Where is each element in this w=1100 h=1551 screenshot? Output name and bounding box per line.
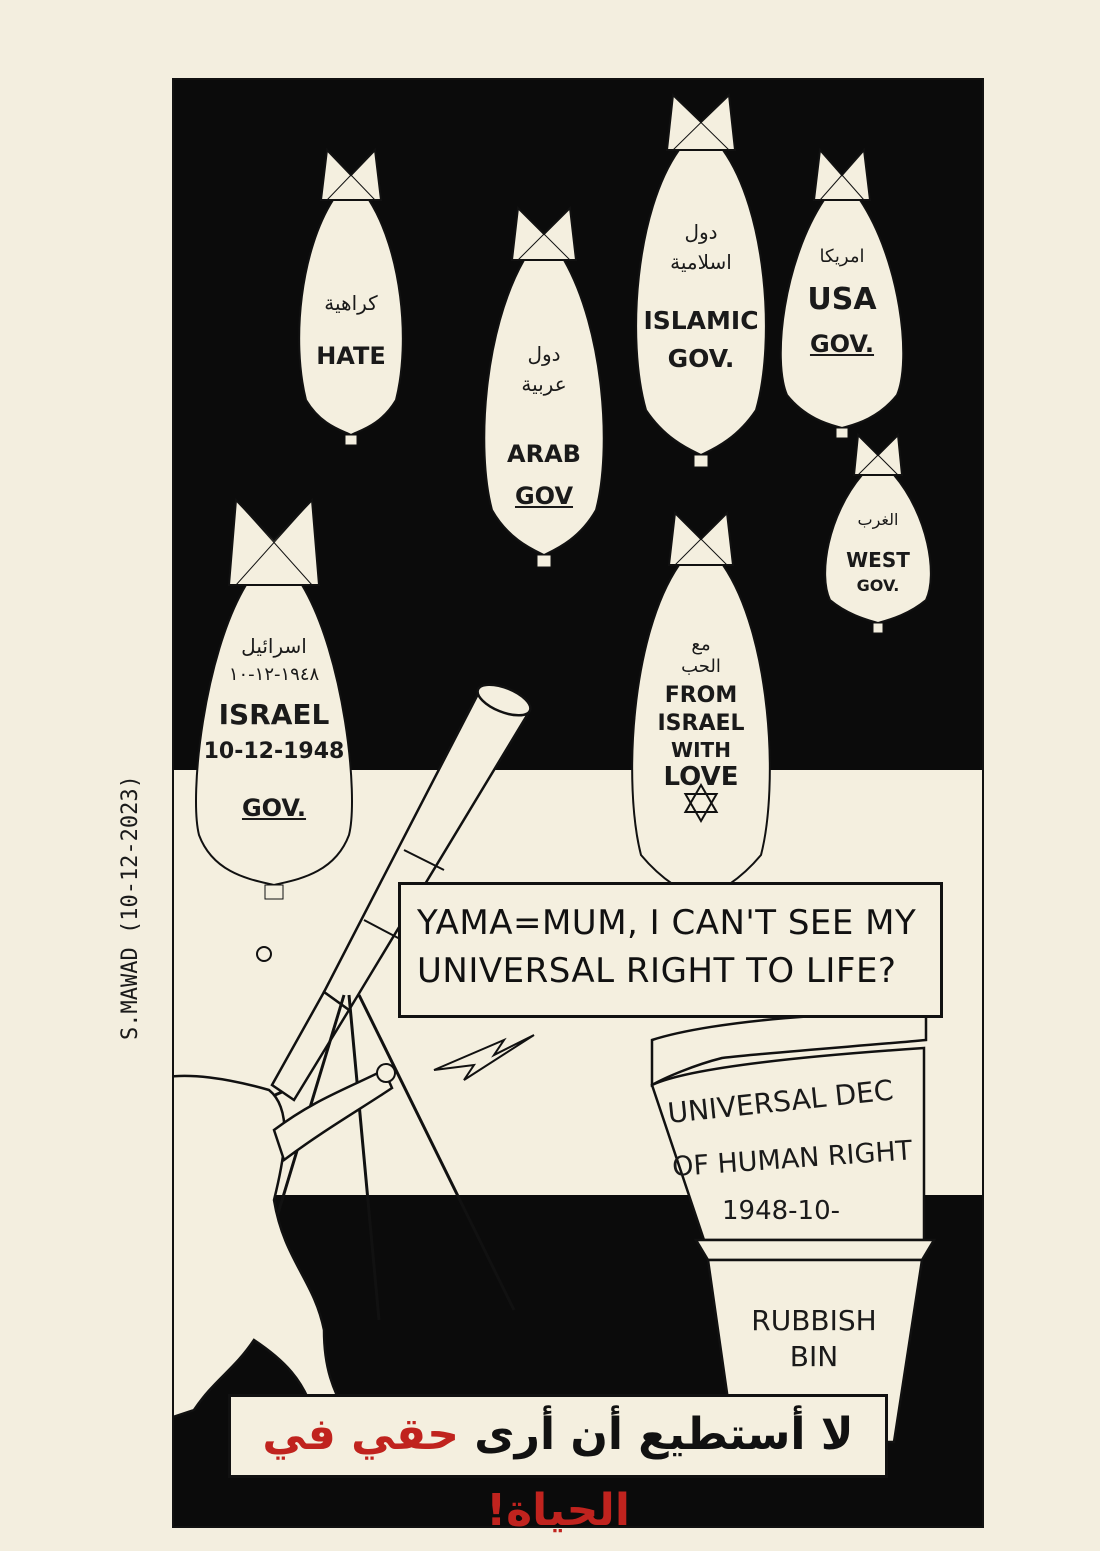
islamic-bomb-arabic-2: اسلامية	[670, 250, 732, 274]
love-bomb	[631, 510, 771, 913]
israel-bomb-arabic-2: ١٩٤٨-١٢-١٠	[228, 664, 320, 685]
speech-bubble: YAMA=MUM, I CAN'T SEE MY UNIVERSAL RIGHT…	[398, 882, 943, 1018]
love-bomb-arabic-2: الحب	[681, 656, 721, 677]
telescope	[193, 683, 532, 1321]
love-bomb-label-2: ISRAEL	[657, 711, 745, 736]
caption-part-3: !	[486, 1485, 507, 1536]
arab-bomb-arabic-1: دول	[527, 342, 561, 366]
israel-bomb	[195, 497, 353, 900]
islamic-bomb-label-2: GOV.	[667, 344, 735, 373]
west-bomb-arabic: الغرب	[857, 510, 899, 529]
israel-bomb-label-3: GOV.	[241, 794, 307, 822]
israel-bomb-label-1: ISRAEL	[218, 698, 330, 731]
speech-pointer	[433, 1034, 535, 1081]
artist-signature: S.MAWAD (10-12-2023)	[118, 775, 143, 1040]
arabic-caption: لا أستطيع أن أرى حقي في الحياة!	[228, 1394, 888, 1536]
west-bomb-label-2: GOV.	[856, 576, 900, 595]
caption-part-1: لا أستطيع أن أرى	[458, 1409, 854, 1460]
islamic-bomb	[635, 92, 767, 468]
hate-bomb-label: HATE	[316, 342, 386, 370]
west-bomb-label-1: WEST	[846, 548, 910, 572]
usa-bomb-label-1: USA	[807, 282, 877, 317]
islamic-bomb-label-1: ISLAMIC	[643, 306, 759, 335]
west-bomb	[824, 432, 932, 634]
love-bomb-label-1: FROM	[664, 683, 738, 708]
usa-bomb-label-2: GOV.	[809, 330, 875, 358]
love-bomb-arabic-1: مع	[691, 634, 711, 655]
cartoon-drawing	[174, 92, 937, 1444]
bin-label-1: RUBBISH	[751, 1304, 877, 1337]
arab-bomb	[483, 205, 605, 568]
speech-line-1: YAMA=MUM, I CAN'T SEE MY	[417, 903, 917, 943]
love-bomb-label-3: WITH	[671, 738, 731, 762]
hate-bomb	[298, 147, 404, 446]
love-bomb-label-4: LOVE	[663, 762, 739, 792]
caption-part-2: حقي في الحياة	[262, 1409, 630, 1536]
islamic-bomb-arabic-1: دول	[684, 220, 718, 244]
star-of-david-icon	[683, 783, 719, 823]
bin-label-2: BIN	[789, 1340, 839, 1373]
hate-bomb-arabic: كراهية	[324, 291, 378, 315]
israel-bomb-label-2: 10-12-1948	[203, 739, 345, 764]
usa-bomb-arabic: امريكا	[819, 246, 865, 267]
speech-line-2: UNIVERSAL RIGHT TO LIFE?	[417, 951, 897, 992]
cartoon-panel: كراهية HATE دول عربية ARAB GOV دول اسلام…	[172, 78, 984, 1528]
arab-bomb-arabic-2: عربية	[521, 372, 567, 396]
israel-bomb-arabic-1: اسرائيل	[241, 634, 307, 658]
arab-bomb-label-1: ARAB	[507, 440, 581, 468]
scroll-line-3: 1948-10-	[722, 1196, 841, 1226]
usa-bomb	[779, 147, 905, 439]
arab-bomb-label-2: GOV	[514, 482, 574, 510]
